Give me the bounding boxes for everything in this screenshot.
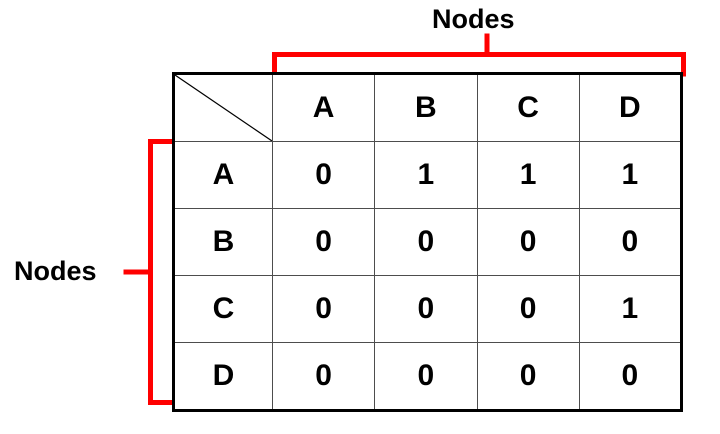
matrix-header-row: A B C D — [173, 73, 683, 142]
cell-a-b[interactable]: 1 — [374, 141, 478, 209]
cell-c-a[interactable]: 0 — [271, 275, 376, 343]
table-row: D 0 0 0 0 — [173, 342, 683, 411]
cell-d-b[interactable]: 0 — [374, 342, 478, 411]
matrix-corner-cell — [173, 73, 273, 142]
cell-c-b[interactable]: 0 — [374, 275, 478, 343]
top-bracket — [272, 33, 686, 77]
row-header-a[interactable]: A — [173, 141, 273, 209]
left-bracket — [123, 139, 175, 405]
cell-d-a[interactable]: 0 — [271, 342, 376, 411]
cell-a-c[interactable]: 1 — [476, 141, 580, 209]
table-row: B 0 0 0 0 — [173, 208, 683, 276]
row-header-b[interactable]: B — [173, 208, 273, 276]
table-row: C 0 0 0 1 — [173, 275, 683, 343]
cell-b-c[interactable]: 0 — [476, 208, 580, 276]
row-header-c[interactable]: C — [173, 275, 273, 343]
column-header-b[interactable]: B — [374, 73, 478, 142]
table-row: A 0 1 1 1 — [173, 141, 683, 209]
cell-a-a[interactable]: 0 — [271, 141, 376, 209]
cell-d-d[interactable]: 0 — [578, 342, 683, 411]
row-header-d[interactable]: D — [173, 342, 273, 411]
column-header-a[interactable]: A — [271, 73, 376, 142]
column-header-d[interactable]: D — [578, 73, 683, 142]
top-nodes-label: Nodes — [432, 4, 515, 34]
column-header-c[interactable]: C — [476, 73, 580, 142]
cell-a-d[interactable]: 1 — [578, 141, 683, 209]
cell-b-d[interactable]: 0 — [578, 208, 683, 276]
cell-b-b[interactable]: 0 — [374, 208, 478, 276]
adjacency-matrix-table: A B C D A 0 1 1 1 B 0 0 0 0 — [172, 72, 683, 412]
cell-b-a[interactable]: 0 — [271, 208, 376, 276]
left-nodes-label: Nodes — [14, 256, 97, 286]
cell-c-c[interactable]: 0 — [476, 275, 580, 343]
cell-c-d[interactable]: 1 — [578, 275, 683, 343]
cell-d-c[interactable]: 0 — [476, 342, 580, 411]
diagonal-split-icon — [175, 75, 272, 141]
adjacency-matrix-table-wrapper: A B C D A 0 1 1 1 B 0 0 0 0 — [172, 72, 683, 412]
